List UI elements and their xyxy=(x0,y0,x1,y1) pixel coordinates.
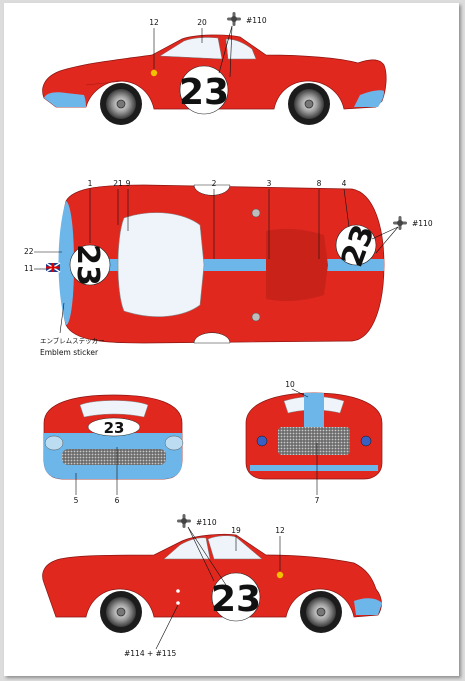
callout-22: 22 xyxy=(24,247,34,256)
windshield xyxy=(159,37,223,60)
callout-21: 21 xyxy=(113,179,123,188)
part-ref-top: #110 xyxy=(246,16,267,25)
blue-nose xyxy=(44,92,86,107)
number-roundel xyxy=(179,65,229,115)
rear-view xyxy=(245,392,383,480)
callout-5: 5 xyxy=(74,496,79,505)
canopy xyxy=(117,212,205,317)
overhead-view: 23 23 xyxy=(45,184,385,344)
decal-diagram: 23 12 20 #110 23 23 xyxy=(24,12,433,658)
part-ref-combo: #114 + #115 xyxy=(124,649,176,658)
car-body-right xyxy=(42,533,382,618)
callout-2: 2 xyxy=(212,179,217,188)
callout-12-top: 12 xyxy=(149,18,159,27)
yellow-badge xyxy=(150,69,158,77)
front-wheel xyxy=(99,82,143,126)
side-view-right: 23 xyxy=(42,533,382,634)
nose-roundel xyxy=(69,244,111,286)
callout-10: 10 xyxy=(285,380,295,389)
front-view: 23 xyxy=(43,394,184,480)
emblem-label-en: Emblem sticker xyxy=(40,348,99,357)
side-roundel-right xyxy=(211,572,261,622)
tail-roundel xyxy=(335,224,377,266)
blue-nose-top xyxy=(58,201,74,325)
part-ref-bottom: #110 xyxy=(196,518,217,527)
engine-cover xyxy=(266,228,328,302)
side-window xyxy=(225,38,257,60)
part-ref-right: #110 xyxy=(412,219,433,228)
decal-crossed-tools-icon xyxy=(177,514,191,528)
callout-1: 1 xyxy=(88,179,93,188)
emblem-label-jp: エンブレムステッカー xyxy=(40,336,105,345)
callout-11: 11 xyxy=(24,264,34,273)
callout-19: 19 xyxy=(231,526,241,535)
callout-8: 8 xyxy=(317,179,322,188)
side-view-left: 23 xyxy=(42,34,387,126)
callout-12-bottom: 12 xyxy=(275,526,285,535)
union-jack-flag-icon xyxy=(45,262,61,273)
callout-9: 9 xyxy=(126,179,131,188)
race-number: 23 xyxy=(179,72,229,113)
blue-tail xyxy=(354,90,384,107)
callout-4: 4 xyxy=(342,179,347,188)
rear-wheel xyxy=(287,82,331,126)
race-number-right: 23 xyxy=(211,579,261,620)
callout-20: 20 xyxy=(197,18,207,27)
callout-3: 3 xyxy=(267,179,272,188)
front-race-number: 23 xyxy=(104,419,125,437)
callout-7: 7 xyxy=(315,496,320,505)
decal-crossed-tools-icon xyxy=(393,216,407,230)
nose-race-number: 23 xyxy=(70,244,105,286)
callout-6: 6 xyxy=(115,496,120,505)
decal-crossed-tools-icon xyxy=(227,12,241,26)
decal-instruction-sheet: 23 12 20 #110 23 23 xyxy=(4,3,459,676)
